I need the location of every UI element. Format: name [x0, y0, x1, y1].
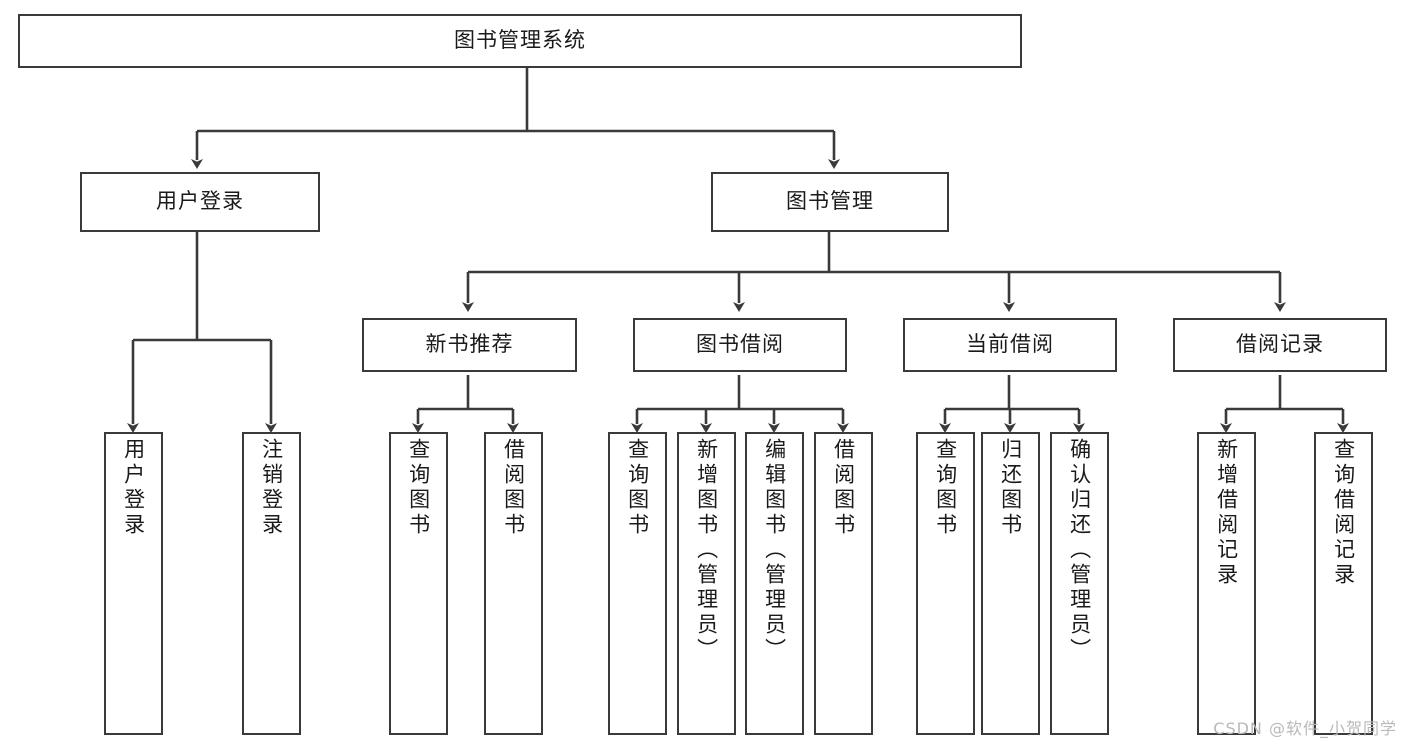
node-user-login[interactable]: 用户登录: [80, 172, 320, 232]
leaf-book-borrow-add-book-admin[interactable]: 新增图书（管理员）: [677, 432, 736, 735]
node-label: 图书管理: [786, 189, 874, 214]
leaf-user-login-login[interactable]: 用户登录: [104, 432, 163, 735]
node-label: 当前借阅: [966, 332, 1054, 357]
leaf-book-borrow-edit-book-admin[interactable]: 编辑图书（管理员）: [745, 432, 804, 735]
node-book-management[interactable]: 图书管理: [711, 172, 949, 232]
node-label: 新书推荐: [425, 332, 514, 357]
node-label: 新增图书（管理员）: [694, 438, 719, 663]
leaf-user-login-logout[interactable]: 注销登录: [242, 432, 301, 735]
node-label: 图书借阅: [696, 332, 784, 357]
node-label: 用户登录: [156, 189, 244, 214]
node-label: 确认归还（管理员）: [1067, 438, 1092, 663]
leaf-current-borrow-confirm-return-admin[interactable]: 确认归还（管理员）: [1050, 432, 1109, 735]
node-new-book-recommend[interactable]: 新书推荐: [362, 318, 577, 372]
node-root-book-management-system[interactable]: 图书管理系统: [18, 14, 1022, 68]
node-book-borrow[interactable]: 图书借阅: [633, 318, 847, 372]
node-label: 用户登录: [121, 438, 146, 538]
node-label: 查询图书: [625, 438, 650, 538]
node-label: 查询借阅记录: [1331, 438, 1356, 588]
leaf-book-borrow-query-book[interactable]: 查询图书: [608, 432, 667, 735]
leaf-book-borrow-borrow-book[interactable]: 借阅图书: [814, 432, 873, 735]
node-label: 借阅记录: [1236, 332, 1324, 357]
node-label: 查询图书: [933, 438, 958, 538]
node-label: 图书管理系统: [454, 28, 586, 53]
node-label: 借阅图书: [831, 438, 856, 538]
node-label: 编辑图书（管理员）: [762, 438, 787, 663]
node-borrow-record[interactable]: 借阅记录: [1173, 318, 1387, 372]
leaf-borrow-record-add-record[interactable]: 新增借阅记录: [1197, 432, 1256, 735]
leaf-borrow-record-query-record[interactable]: 查询借阅记录: [1314, 432, 1373, 735]
node-label: 新增借阅记录: [1214, 438, 1239, 588]
node-label: 注销登录: [259, 438, 284, 538]
leaf-current-borrow-return-book[interactable]: 归还图书: [981, 432, 1040, 735]
node-label: 借阅图书: [501, 438, 526, 538]
node-label: 查询图书: [406, 438, 431, 538]
leaf-new-book-query-book[interactable]: 查询图书: [389, 432, 448, 735]
leaf-current-borrow-query-book[interactable]: 查询图书: [916, 432, 975, 735]
leaf-new-book-borrow-book[interactable]: 借阅图书: [484, 432, 543, 735]
node-label: 归还图书: [998, 438, 1023, 538]
node-current-borrow[interactable]: 当前借阅: [903, 318, 1117, 372]
